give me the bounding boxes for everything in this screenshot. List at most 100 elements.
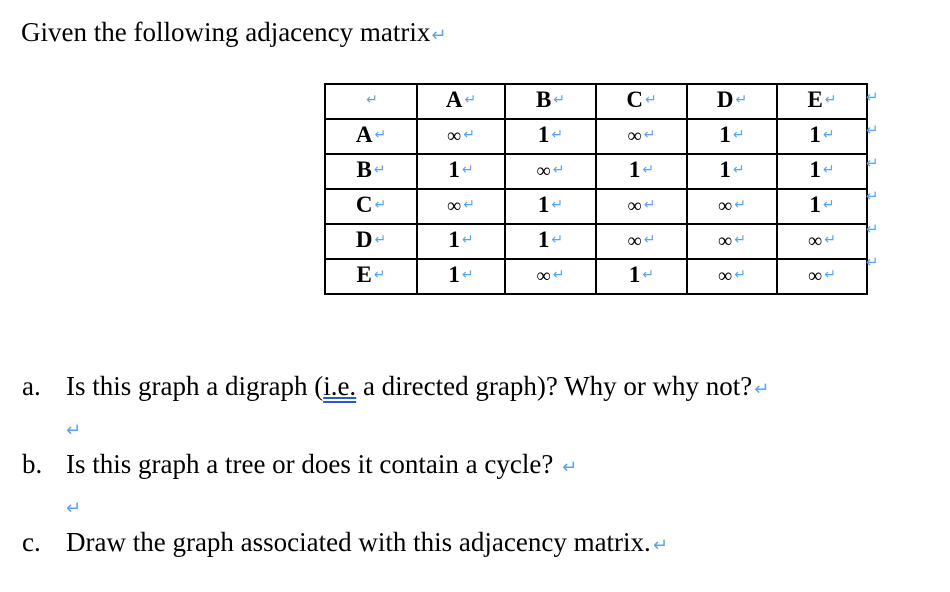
paragraph-mark-icon: ↵ [643,197,656,213]
paragraph-mark-icon: ↵ [463,197,475,213]
table-cell: 1↵ [416,153,506,190]
paragraph-mark-icon: ↵ [644,92,657,108]
table-cell: ∞↵ [686,258,778,295]
question-c: c. Draw the graph associated with this ad… [22,524,769,564]
table-cell: 1↵ [595,258,688,295]
table-cell: ∞↵ [595,118,688,155]
row-label-cell: D↵ [324,223,418,260]
paragraph-mark-icon: ↵ [822,127,835,143]
paragraph-mark-icon: ↵ [824,267,836,283]
table-header-cell: C↵ [595,83,688,120]
table-header-cell: A↵ [416,83,506,120]
table-cell: 1↵ [504,188,597,225]
paragraph-mark-icon: ↵ [732,162,745,178]
question-text: Is this graph a digraph ( [66,371,324,401]
table-cell: 1↵ [504,118,597,155]
table-cell: 1↵ [595,153,688,190]
paragraph-mark-icon: ↵ [822,162,835,178]
paragraph-mark-icon: ↵ [552,162,565,178]
table-cell: 1↵ [504,223,597,260]
table-cell: ∞↵ [416,188,506,225]
row-end-mark-icon: ↵ [866,220,879,238]
table-cell: ∞↵ [686,223,778,260]
paragraph-mark-icon: ↵ [824,92,837,108]
question-text: Is this graph a tree or does it contain … [66,449,561,479]
row-label-cell: A↵ [324,118,418,155]
intro-label: Given the following adjacency matrix [21,17,431,47]
paragraph-mark-icon: ↵ [551,127,564,143]
question-label: a. [22,371,41,401]
table-header-cell: E↵ [776,83,868,120]
row-end-marks: ↵ ↵ ↵ ↵ ↵ ↵ [866,83,879,281]
spellcheck-underlined-text: i.e. [323,371,357,401]
paragraph-mark-icon: ↵ [66,498,82,519]
paragraph-mark-icon: ↵ [373,267,386,283]
row-label-cell: B↵ [324,153,418,190]
table-row: A↵ ∞↵ 1↵ ∞↵ 1↵ 1↵ [324,118,868,155]
row-label-cell: C↵ [324,188,418,225]
paragraph-mark-icon: ↵ [734,267,746,283]
row-end-mark-icon: ↵ [866,187,879,205]
question-b: b. Is this graph a tree or does it contai… [22,446,769,486]
question-list: a. Is this graph a digraph (i.e. a direct… [22,368,769,564]
row-end-mark-icon: ↵ [866,253,879,271]
paragraph-mark-icon: ↵ [374,232,387,248]
paragraph-mark-icon: ↵ [551,232,564,248]
paragraph-mark-icon: ↵ [553,92,566,108]
paragraph-mark-icon: ↵ [642,267,655,283]
paragraph-mark-icon: ↵ [551,197,564,213]
paragraph-mark-icon: ↵ [732,127,745,143]
paragraph-mark-icon: ↵ [643,232,656,248]
table-cell: ∞↵ [595,188,688,225]
paragraph-mark-icon: ↵ [373,162,386,178]
table-header-row: ↵ A↵ B↵ C↵ D↵ E↵ [324,83,868,120]
table-cell: 1↵ [776,188,868,225]
table-header-cell: ↵ [324,83,418,120]
paragraph-mark-icon: ↵ [464,92,477,108]
paragraph-mark-icon: ↵ [461,162,474,178]
question-text: a directed graph)? Why or why not? [356,371,753,401]
table-row: C↵ ∞↵ 1↵ ∞↵ ∞↵ 1↵ [324,188,868,225]
paragraph-mark-icon: ↵ [754,379,770,400]
paragraph-mark-icon: ↵ [824,232,836,248]
table-row: B↵ 1↵ ∞↵ 1↵ 1↵ 1↵ [324,153,868,190]
paragraph-mark-icon: ↵ [66,420,82,441]
paragraph-mark-icon: ↵ [374,197,387,213]
question-text: Draw the graph associated with this adja… [66,527,651,557]
question-label: c. [22,527,41,557]
empty-paragraph: ↵ [22,408,769,446]
paragraph-mark-icon: ↵ [463,127,475,143]
table-cell: ∞↵ [416,118,506,155]
row-end-mark-icon: ↵ [866,154,879,172]
row-end-mark-icon: ↵ [866,88,879,106]
table-row: D↵ 1↵ 1↵ ∞↵ ∞↵ ∞↵ [324,223,868,260]
table-cell: 1↵ [686,153,778,190]
paragraph-mark-icon: ↵ [734,197,746,213]
row-end-mark-icon: ↵ [866,121,879,139]
question-label: b. [22,449,43,479]
paragraph-mark-icon: ↵ [431,25,447,46]
table-cell: 1↵ [776,118,868,155]
table-cell: ∞↵ [595,223,688,260]
paragraph-mark-icon: ↵ [643,127,656,143]
table-row: E↵ 1↵ ∞↵ 1↵ ∞↵ ∞↵ [324,258,868,295]
question-a: a. Is this graph a digraph (i.e. a direct… [22,368,769,408]
row-label-cell: E↵ [324,258,418,295]
table-cell: ∞↵ [776,223,868,260]
paragraph-mark-icon: ↵ [461,267,474,283]
table-cell: ∞↵ [686,188,778,225]
paragraph-mark-icon: ↵ [562,457,578,478]
table-header-cell: D↵ [686,83,778,120]
paragraph-mark-icon: ↵ [735,92,748,108]
paragraph-mark-icon: ↵ [652,535,668,556]
paragraph-mark-icon: ↵ [642,162,655,178]
table-cell: 1↵ [416,223,506,260]
paragraph-mark-icon: ↵ [366,92,378,108]
empty-paragraph: ↵ [22,486,769,524]
table-cell: 1↵ [416,258,506,295]
intro-text: Given the following adjacency matrix↵ [21,14,446,54]
paragraph-mark-icon: ↵ [461,232,474,248]
table-cell: ∞↵ [776,258,868,295]
table-cell: 1↵ [776,153,868,190]
adjacency-matrix-table: ↵ A↵ B↵ C↵ D↵ E↵ A↵ ∞↵ 1↵ ∞↵ 1↵ 1↵ B↵ 1↵… [324,83,868,295]
